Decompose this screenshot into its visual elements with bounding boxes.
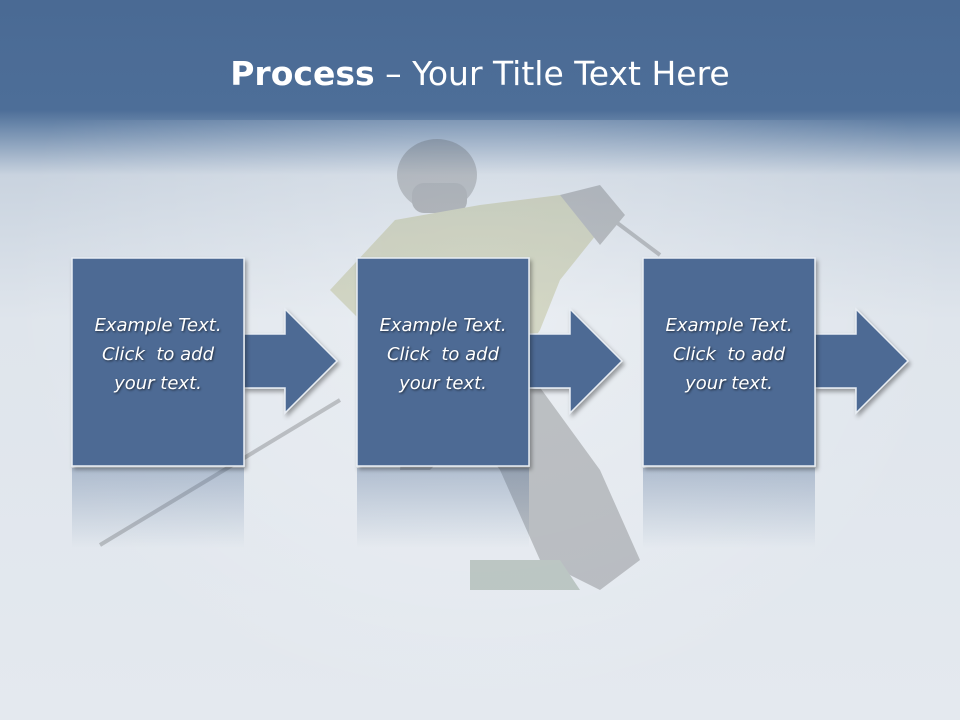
step-2-line-1: Example Text. bbox=[379, 315, 507, 336]
slide-title[interactable]: Process – Your Title Text Here bbox=[0, 54, 960, 93]
step-2-text[interactable]: Example Text. Click to add your text. bbox=[357, 311, 529, 398]
step-1-line-1: Example Text. bbox=[94, 315, 222, 336]
step-2-line-2: Click to add bbox=[386, 344, 499, 365]
step-2[interactable] bbox=[356, 257, 624, 467]
step-3-arrow bbox=[814, 307, 910, 415]
step-3-line-3: your text. bbox=[685, 373, 773, 394]
step-1-text[interactable]: Example Text. Click to add your text. bbox=[72, 311, 244, 398]
step-3[interactable] bbox=[642, 257, 910, 467]
step-1-line-3: your text. bbox=[114, 373, 202, 394]
step-2-line-3: your text. bbox=[399, 373, 487, 394]
step-1-line-2: Click to add bbox=[101, 344, 214, 365]
step-1[interactable] bbox=[71, 257, 339, 467]
title-rest: – Your Title Text Here bbox=[374, 54, 730, 93]
reflections bbox=[72, 468, 815, 548]
title-bold: Process bbox=[230, 54, 375, 93]
step-3-text[interactable]: Example Text. Click to add your text. bbox=[643, 311, 815, 398]
step-3-box bbox=[642, 257, 816, 467]
step-2-box bbox=[356, 257, 530, 467]
step-3-line-2: Click to add bbox=[672, 344, 785, 365]
step-3-line-1: Example Text. bbox=[665, 315, 793, 336]
step-1-arrow bbox=[243, 307, 339, 415]
step-1-box bbox=[71, 257, 245, 467]
step-2-arrow bbox=[528, 307, 624, 415]
